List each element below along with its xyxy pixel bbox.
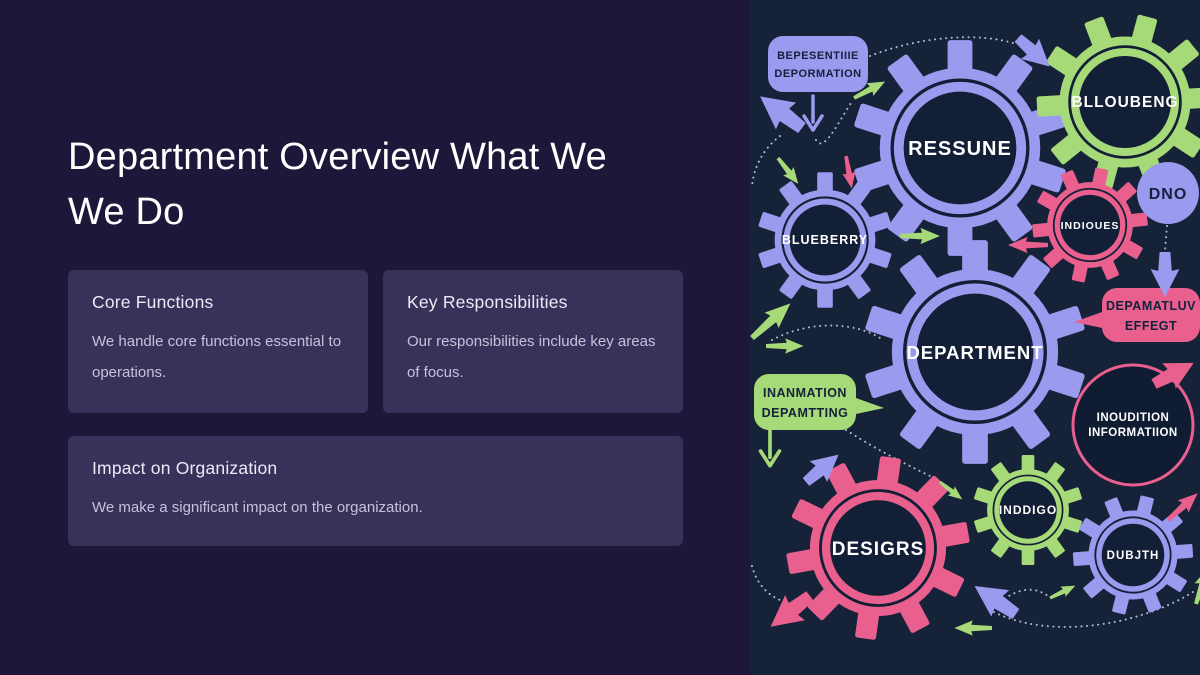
card-impact-on-organization-body: We make a significant impact on the orga…: [92, 499, 423, 516]
arrow-green-down-outline-icon: [758, 428, 782, 468]
card-key-responsibilities-body: Our responsibilities include key areas o…: [407, 333, 656, 381]
circle-dno: DNO: [1137, 162, 1199, 224]
arrow-purple-down-outline-icon: [802, 94, 824, 132]
card-key-responsibilities-title: Key Responsibilities: [407, 292, 568, 312]
dotted-curve: [993, 591, 1194, 628]
gear-inddigo-label: INDDIGO: [999, 503, 1057, 517]
gear-dubjth-label: DUBJTH: [1107, 550, 1160, 562]
gear-blloubeng: BLLOUBENG: [1016, 0, 1200, 212]
page-title: Department Overview What We We Do: [68, 130, 718, 240]
arrow-pink-down-left-icon: [760, 583, 820, 640]
gear-designrs: DESIGRS: [774, 443, 982, 653]
arrow-green-down-right-icon: [772, 153, 804, 189]
gear-blueberry: BLUEBERRY: [757, 171, 893, 309]
gear-ressune: RESSUNE: [851, 38, 1069, 258]
dotted-curve: [1164, 225, 1168, 251]
dotted-curve: [869, 36, 1017, 57]
slide-text-panel: Department Overview What We We Do Core F…: [68, 130, 718, 546]
gear-blueberry-label: BLUEBERRY: [782, 233, 868, 247]
circle-inoudition-information: INOUDITION INFORMATIION: [1071, 363, 1195, 487]
circle-inoudition-label-line1: INOUDITION: [1097, 412, 1170, 424]
bubble-bepesentiiie-deporation: BEPESENTIIIE DEPORMATION: [768, 36, 868, 92]
dotted-curve: [815, 99, 854, 145]
gear-department: DEPARTMENT: [862, 238, 1088, 466]
bubble1-line2: DEPORMATION: [774, 68, 861, 80]
card-key-responsibilities: Key Responsibilities Our responsibilitie…: [383, 270, 683, 413]
dotted-curve: [751, 135, 781, 187]
dotted-curve: [751, 565, 781, 601]
gear-indioues-label: INDIOUES: [1061, 220, 1120, 232]
arrow-green-left-icon: [954, 620, 992, 636]
circle-inoudition-label-line2: INFORMATIION: [1088, 427, 1177, 439]
circle-dno-label: DNO: [1149, 186, 1188, 203]
gear-indioues: INDIOUES: [1021, 155, 1159, 295]
bubble2-line2: EFFEGT: [1125, 319, 1177, 333]
card-core-functions: Core Functions We handle core functions …: [68, 270, 368, 413]
card-impact-on-organization: Impact on Organization We make a signifi…: [68, 436, 683, 546]
dotted-curve: [771, 324, 881, 341]
gear-inddigo: INDDIGO: [972, 454, 1084, 566]
gear-dubjth: DUBJTH: [1060, 481, 1200, 629]
card-core-functions-title: Core Functions: [92, 292, 214, 312]
arrow-green-up-icon: [1188, 565, 1200, 607]
gear-designrs-label: DESIGRS: [832, 539, 925, 560]
gears-illustration: RESSUNE BLLOUBENG BLUEBERRY INDIOUES DEP…: [745, 0, 1200, 675]
bubble1-line1: BEPESENTIIIE: [777, 50, 859, 62]
bubble2-line1: DEPAMATLUV: [1106, 299, 1196, 313]
page-title-line2: We Do: [68, 191, 185, 234]
card-core-functions-body: We handle core functions essential to op…: [92, 333, 342, 381]
gears-illustration-svg: RESSUNE BLLOUBENG BLUEBERRY INDIOUES DEP…: [745, 0, 1200, 653]
gear-blloubeng-label: BLLOUBENG: [1071, 94, 1178, 111]
bubble-inanmation-depamtting: INANMATION DEPAMTTING: [754, 374, 884, 430]
card-impact-on-organization-title: Impact on Organization: [92, 458, 278, 478]
gear-department-label: DEPARTMENT: [906, 342, 1043, 363]
arrow-green-up-right-tiny-icon: [1047, 580, 1078, 604]
bubble3-line1: INANMATION: [763, 386, 847, 400]
page-title-line1: Department Overview What We: [68, 136, 607, 178]
bubble3-line2: DEPAMTTING: [762, 406, 849, 420]
gear-ressune-label: RESSUNE: [908, 138, 1012, 160]
arrow-green-up-right-large-icon: [745, 295, 798, 346]
arrow-purple-up-left-bottom-icon: [965, 572, 1025, 628]
bubble-depamatluv-effegt: DEPAMATLUV EFFEGT: [1074, 288, 1200, 342]
